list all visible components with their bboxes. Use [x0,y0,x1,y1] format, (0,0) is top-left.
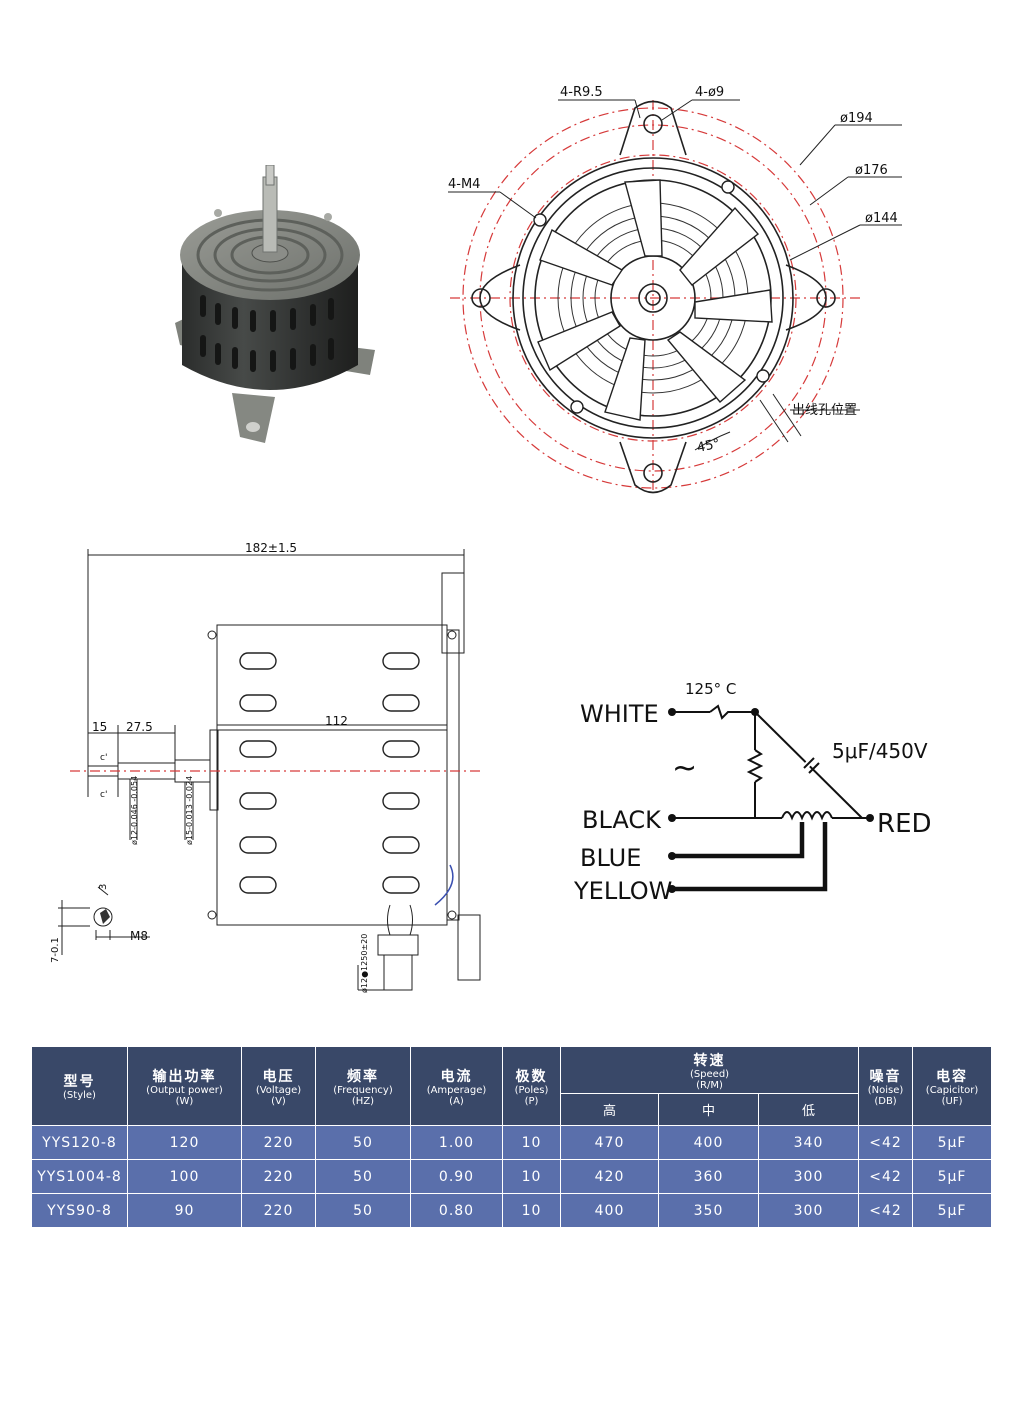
cell: 400 [560,1193,659,1228]
side-view-drawing: 182±1.5 15 27.5 112 c' c' ø12-0.046 -0.0… [50,541,481,993]
cell: <42 [858,1193,914,1228]
label-key-w: 3 [98,884,109,890]
cell: YYS1004-8 [31,1159,128,1194]
cell: 350 [658,1193,759,1228]
th-speed-mid: 中 [658,1093,759,1126]
table-row: YYS120-8 120 220 50 1.00 10 470 400 340 … [31,1125,993,1160]
front-view-drawing: 4-R9.5 4-ø9 4-M4 ø194 ø176 ø144 出线孔位置 45… [448,85,902,494]
label-r95: 4-R9.5 [560,85,603,100]
wire-red: RED [877,809,932,839]
label-outlet: 出线孔位置 [792,403,857,418]
cell: 420 [560,1159,659,1194]
cell: 470 [560,1125,659,1160]
cell: YYS120-8 [31,1125,128,1160]
th-cap: 电容 (Capicitor) (UF) [912,1046,993,1126]
cell: 0.80 [410,1193,503,1228]
ac-symbol: ~ [672,751,697,786]
cell: 50 [315,1159,411,1194]
cell: 220 [241,1193,316,1228]
wire-white: WHITE [580,700,659,728]
label-shaft-d2: ø15-0.013 -0.024 [185,776,194,845]
table-row: YYS1004-8 100 220 50 0.90 10 420 360 300… [31,1159,993,1194]
cell: 360 [658,1159,759,1194]
th-style: 型号 (Style) [31,1046,128,1126]
capacitor-label: 5μF/450V [832,739,928,763]
th-poles: 极数 (Poles) (P) [502,1046,561,1126]
cell: 220 [241,1159,316,1194]
cell: 50 [315,1125,411,1160]
cell: 340 [757,1125,860,1160]
wire-yellow: YELLOW [573,877,672,905]
cell: 50 [315,1193,411,1228]
label-angle: 45° [696,436,722,455]
th-output: 输出功率 (Output power) (W) [127,1046,242,1126]
cell: 5μF [912,1193,993,1228]
th-noise: 噪音 (Noise) (DB) [858,1046,914,1126]
cell: 120 [127,1125,242,1160]
label-thread: M8 [130,929,148,943]
label-overall: 182±1.5 [245,541,297,555]
label-shaft-d1: ø12-0.046 -0.054 [130,776,139,845]
label-shaft-len2: 27.5 [126,720,153,734]
label-m4: 4-M4 [448,177,480,192]
cell: YYS90-8 [31,1193,128,1228]
th-freq: 频率 (Frequency) (HZ) [315,1046,411,1126]
cell: 5μF [912,1125,993,1160]
label-d194: ø194 [840,111,873,126]
spec-table: 型号 (Style) 输出功率 (Output power) (W) 电压 (V… [31,1046,993,1228]
cell: 100 [127,1159,242,1194]
cell: <42 [858,1125,914,1160]
cell: 10 [502,1193,561,1228]
label-d176: ø176 [855,163,888,178]
thermal-label: 125° C [685,680,736,698]
wire-black: BLACK [582,806,662,834]
cell: 10 [502,1159,561,1194]
cell: <42 [858,1159,914,1194]
th-amp: 电流 (Amperage) (A) [410,1046,503,1126]
spec-table-body: YYS120-8 120 220 50 1.00 10 470 400 340 … [31,1125,993,1228]
motor-photo [175,165,375,443]
label-body: 112 [325,714,348,728]
wiring-diagram: WHITE BLACK BLUE YELLOW RED 125° C 5μF/4… [573,680,932,905]
label-d9: 4-ø9 [695,85,724,100]
cell: 300 [757,1159,860,1194]
th-speed-high: 高 [560,1093,659,1126]
cell: 400 [658,1125,759,1160]
cell: 10 [502,1125,561,1160]
th-speed-low: 低 [757,1093,860,1126]
cell: 300 [757,1193,860,1228]
table-row: YYS90-8 90 220 50 0.80 10 400 350 300 <4… [31,1193,993,1228]
label-c1: c' [100,753,107,763]
th-speed: 转速 (Speed) (R/M) [559,1046,860,1094]
cell: 0.90 [410,1159,503,1194]
label-c2: c' [100,790,107,800]
cell: 220 [241,1125,316,1160]
label-shaft-len: 15 [92,720,107,734]
cell: 1.00 [410,1125,503,1160]
cell: 5μF [912,1159,993,1194]
label-d144: ø144 [865,211,898,226]
label-wire: ø12●1250±20 [360,934,369,993]
cell: 90 [127,1193,242,1228]
wire-blue: BLUE [580,844,641,872]
label-key-dim: 7-0.1 [50,937,61,963]
th-voltage: 电压 (Voltage) (V) [241,1046,316,1126]
